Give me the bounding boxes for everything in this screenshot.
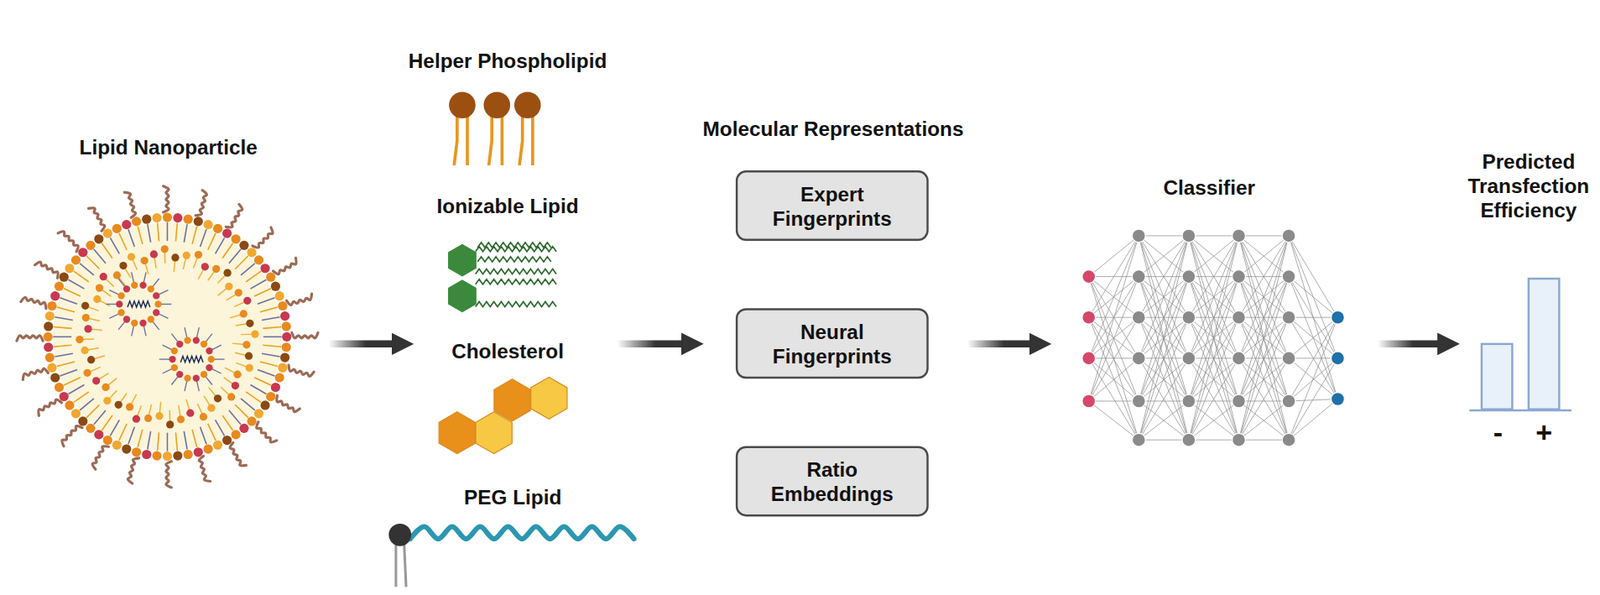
- node-text: Predicted Transfection Efficiency: [1459, 149, 1598, 224]
- output-figure: Predicted Transfection Efficiency: [1459, 149, 1598, 417]
- node-text: Cholesterol: [418, 338, 598, 364]
- flow-arrow: [617, 340, 686, 349]
- node-text: Expert Fingerprints: [745, 181, 919, 230]
- phospholipid-icon: [448, 91, 541, 166]
- axis-sign: -: [1482, 418, 1513, 448]
- node-text: Lipid Nanoparticle: [20, 135, 317, 160]
- axis-sign: +: [1528, 418, 1559, 448]
- representation-box: Neural Fingerprints: [735, 307, 929, 379]
- ionizable-lipid-icon: [448, 242, 557, 313]
- component-figure: PEG Lipid: [382, 484, 643, 591]
- classifier-figure: Classifier: [1056, 175, 1363, 449]
- node-text: Helper Phospholipid: [402, 48, 612, 73]
- representation-group: Molecular RepresentationsExpert Fingerpr…: [702, 116, 965, 522]
- node-text: Neural Fingerprints: [745, 318, 919, 368]
- cholesterol-icon: [438, 376, 568, 454]
- node-text: PEG Lipid: [382, 484, 643, 510]
- component-figure: Cholesterol: [418, 338, 598, 458]
- node-text: Molecular Representations: [702, 116, 965, 141]
- nanoparticle-illustration: [16, 186, 318, 488]
- flow-arrow: [967, 340, 1034, 349]
- component-figure: Ionizable Lipid: [418, 193, 598, 317]
- representation-box: Expert Fingerprints: [735, 170, 929, 241]
- neural-network-icon: [1082, 229, 1345, 447]
- node-text: Classifier: [1056, 175, 1363, 200]
- bar-chart-icon: [1469, 278, 1572, 411]
- peg-lipid-icon: [388, 523, 634, 587]
- node-text: Ionizable Lipid: [418, 193, 598, 219]
- representation-box: Ratio Embeddings: [735, 445, 929, 516]
- nanoparticle-figure: Lipid Nanoparticle: [20, 135, 317, 483]
- component-figure: Helper Phospholipid: [402, 48, 612, 173]
- node-text: Ratio Embeddings: [745, 456, 919, 506]
- flow-arrow: [328, 340, 397, 349]
- flow-arrow: [1377, 340, 1443, 349]
